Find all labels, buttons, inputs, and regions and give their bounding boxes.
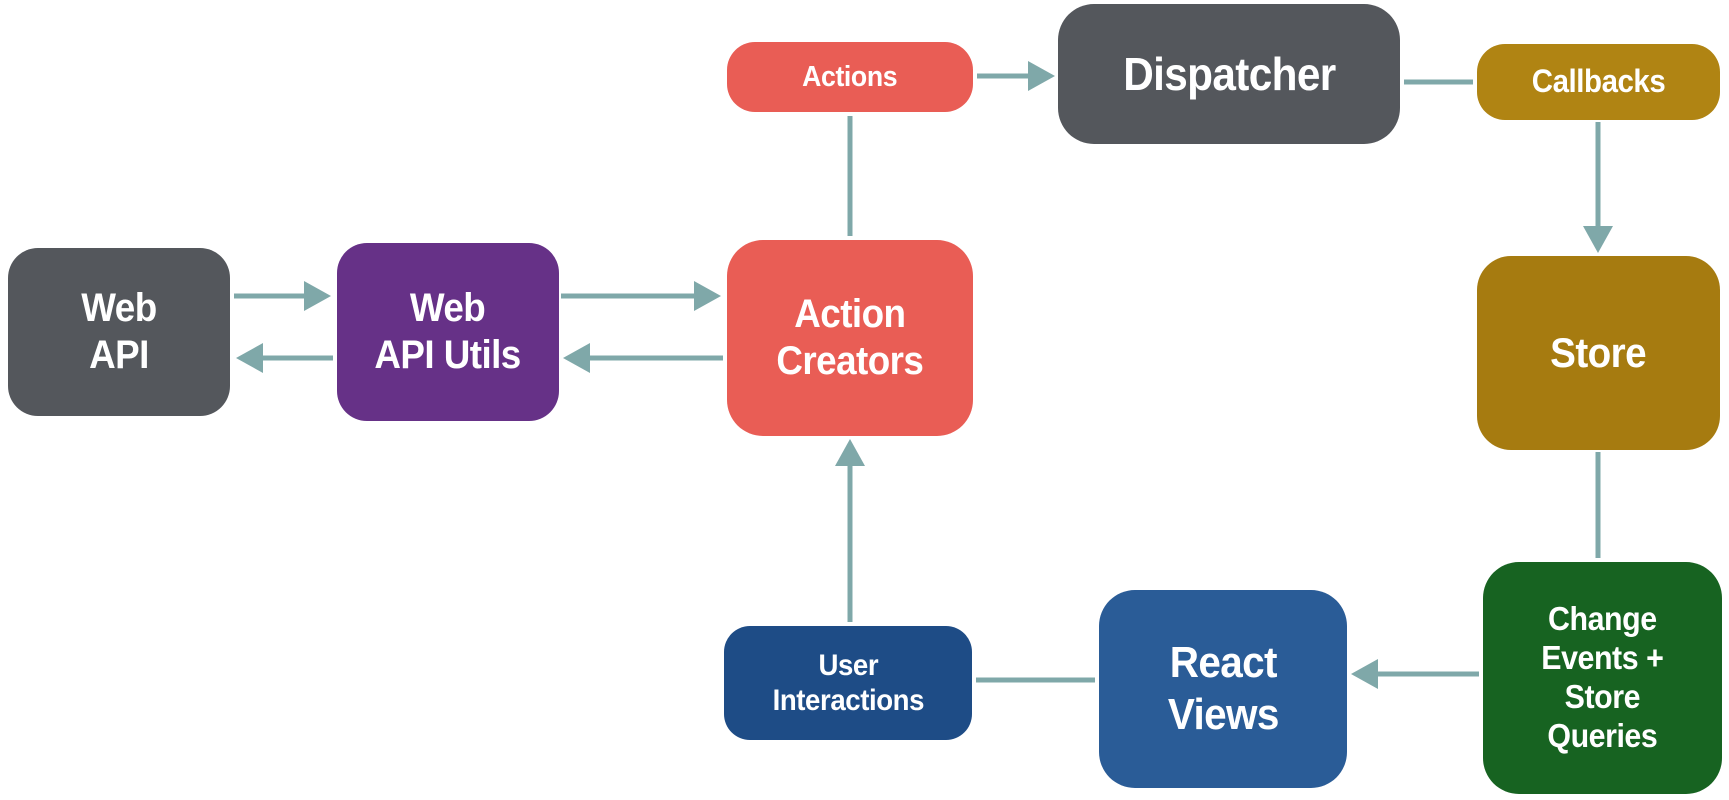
node-react-views: React Views [1099,590,1347,788]
node-action-creators: Action Creators [727,240,973,436]
arrowhead-web-api-utils-to-web-api [236,343,263,373]
node-user-interactions-label: User Interactions [772,648,924,717]
arrowhead-callbacks-to-store [1583,226,1613,253]
node-user-interactions: User Interactions [724,626,972,740]
node-actions-label: Actions [802,60,898,93]
node-web-api-utils: Web API Utils [337,243,559,421]
node-web-api-utils-label: Web API Utils [374,285,522,377]
arrowhead-actions-to-dispatcher [1028,61,1055,91]
node-change-events-store-queries-label: Change Events + Store Queries [1541,600,1664,754]
node-callbacks: Callbacks [1477,44,1720,120]
node-change-events-store-queries: Change Events + Store Queries [1483,562,1722,794]
node-react-views-label: React Views [1167,638,1279,739]
node-store-label: Store [1550,329,1647,377]
node-dispatcher: Dispatcher [1058,4,1400,144]
node-callbacks-label: Callbacks [1531,63,1666,100]
arrowhead-web-api-utils-to-action-creators [694,281,721,311]
node-web-api-label: Web API [81,285,157,377]
node-web-api: Web API [8,248,230,416]
node-action-creators-label: Action Creators [776,291,924,383]
arrowhead-change-events-to-react-views [1351,659,1378,689]
node-actions: Actions [727,42,973,112]
arrowhead-action-creators-to-web-api-utils [563,343,590,373]
node-dispatcher-label: Dispatcher [1122,47,1336,100]
node-store: Store [1477,256,1720,450]
arrowhead-user-interactions-to-action-creators [835,439,865,466]
arrowhead-web-api-to-web-api-utils [304,281,331,311]
